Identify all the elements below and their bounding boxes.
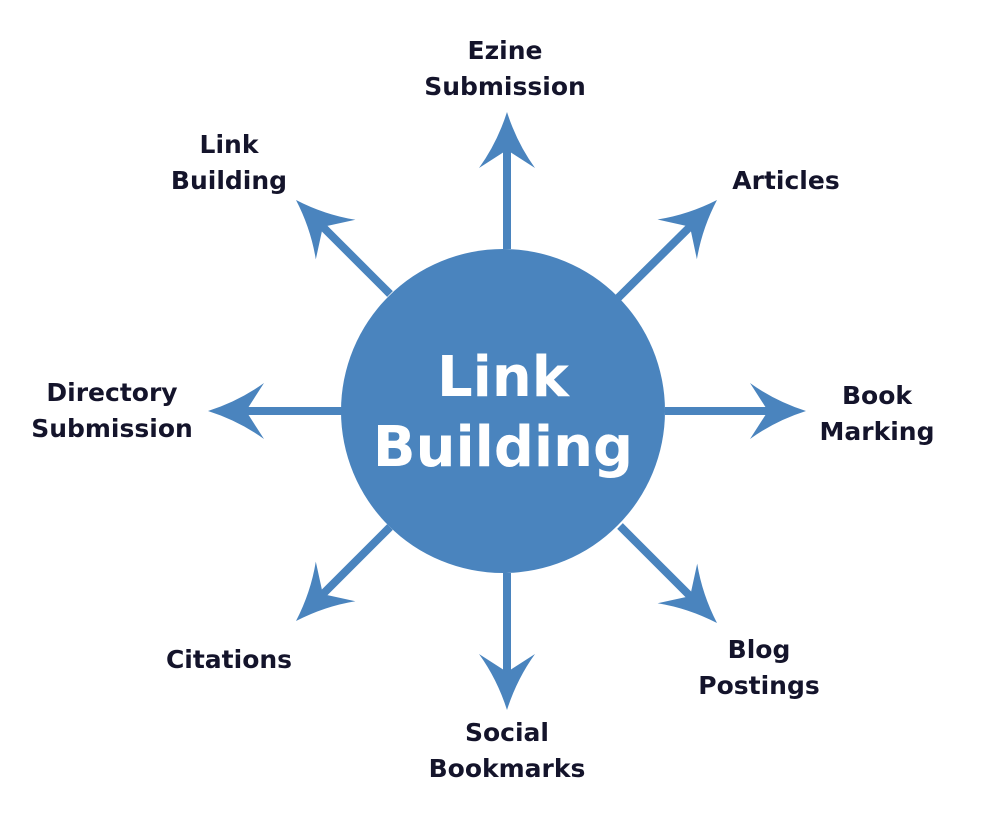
arrowhead-book-marking [750,383,806,439]
label-line: Ezine [468,36,543,65]
label-line: Blog [728,635,791,664]
center-title-line: Building [373,415,633,480]
arrowhead-directory-submission [208,383,264,439]
arrowhead-blog-postings [657,563,717,623]
label-line: Citations [166,645,292,674]
label-line: Articles [732,166,839,195]
label-line: Bookmarks [429,754,586,783]
label-line: Marking [820,417,935,446]
label-line: Building [171,166,287,195]
arrow-shaft-link-building [317,221,393,297]
arrow-shaft-articles [615,221,696,301]
label-line: Directory [46,378,177,407]
label-citations: Citations [166,645,292,674]
label-line: Social [465,718,549,747]
arrowhead-citations [296,561,356,621]
label-line: Link [200,130,260,159]
arrow-shaft-blog-postings [617,523,696,602]
label-articles: Articles [732,166,839,195]
label-line: Postings [698,671,819,700]
arrowhead-ezine-submission [479,112,535,168]
arrow-shaft-citations [317,524,393,600]
label-line: Book [842,381,913,410]
center-title-line: Link [437,345,571,410]
arrowhead-articles [657,200,717,260]
label-line: Submission [31,414,193,443]
label-line: Submission [424,72,586,101]
arrowhead-link-building [296,200,356,260]
arrowhead-social-bookmarks [479,654,535,710]
center-circle [341,249,665,573]
